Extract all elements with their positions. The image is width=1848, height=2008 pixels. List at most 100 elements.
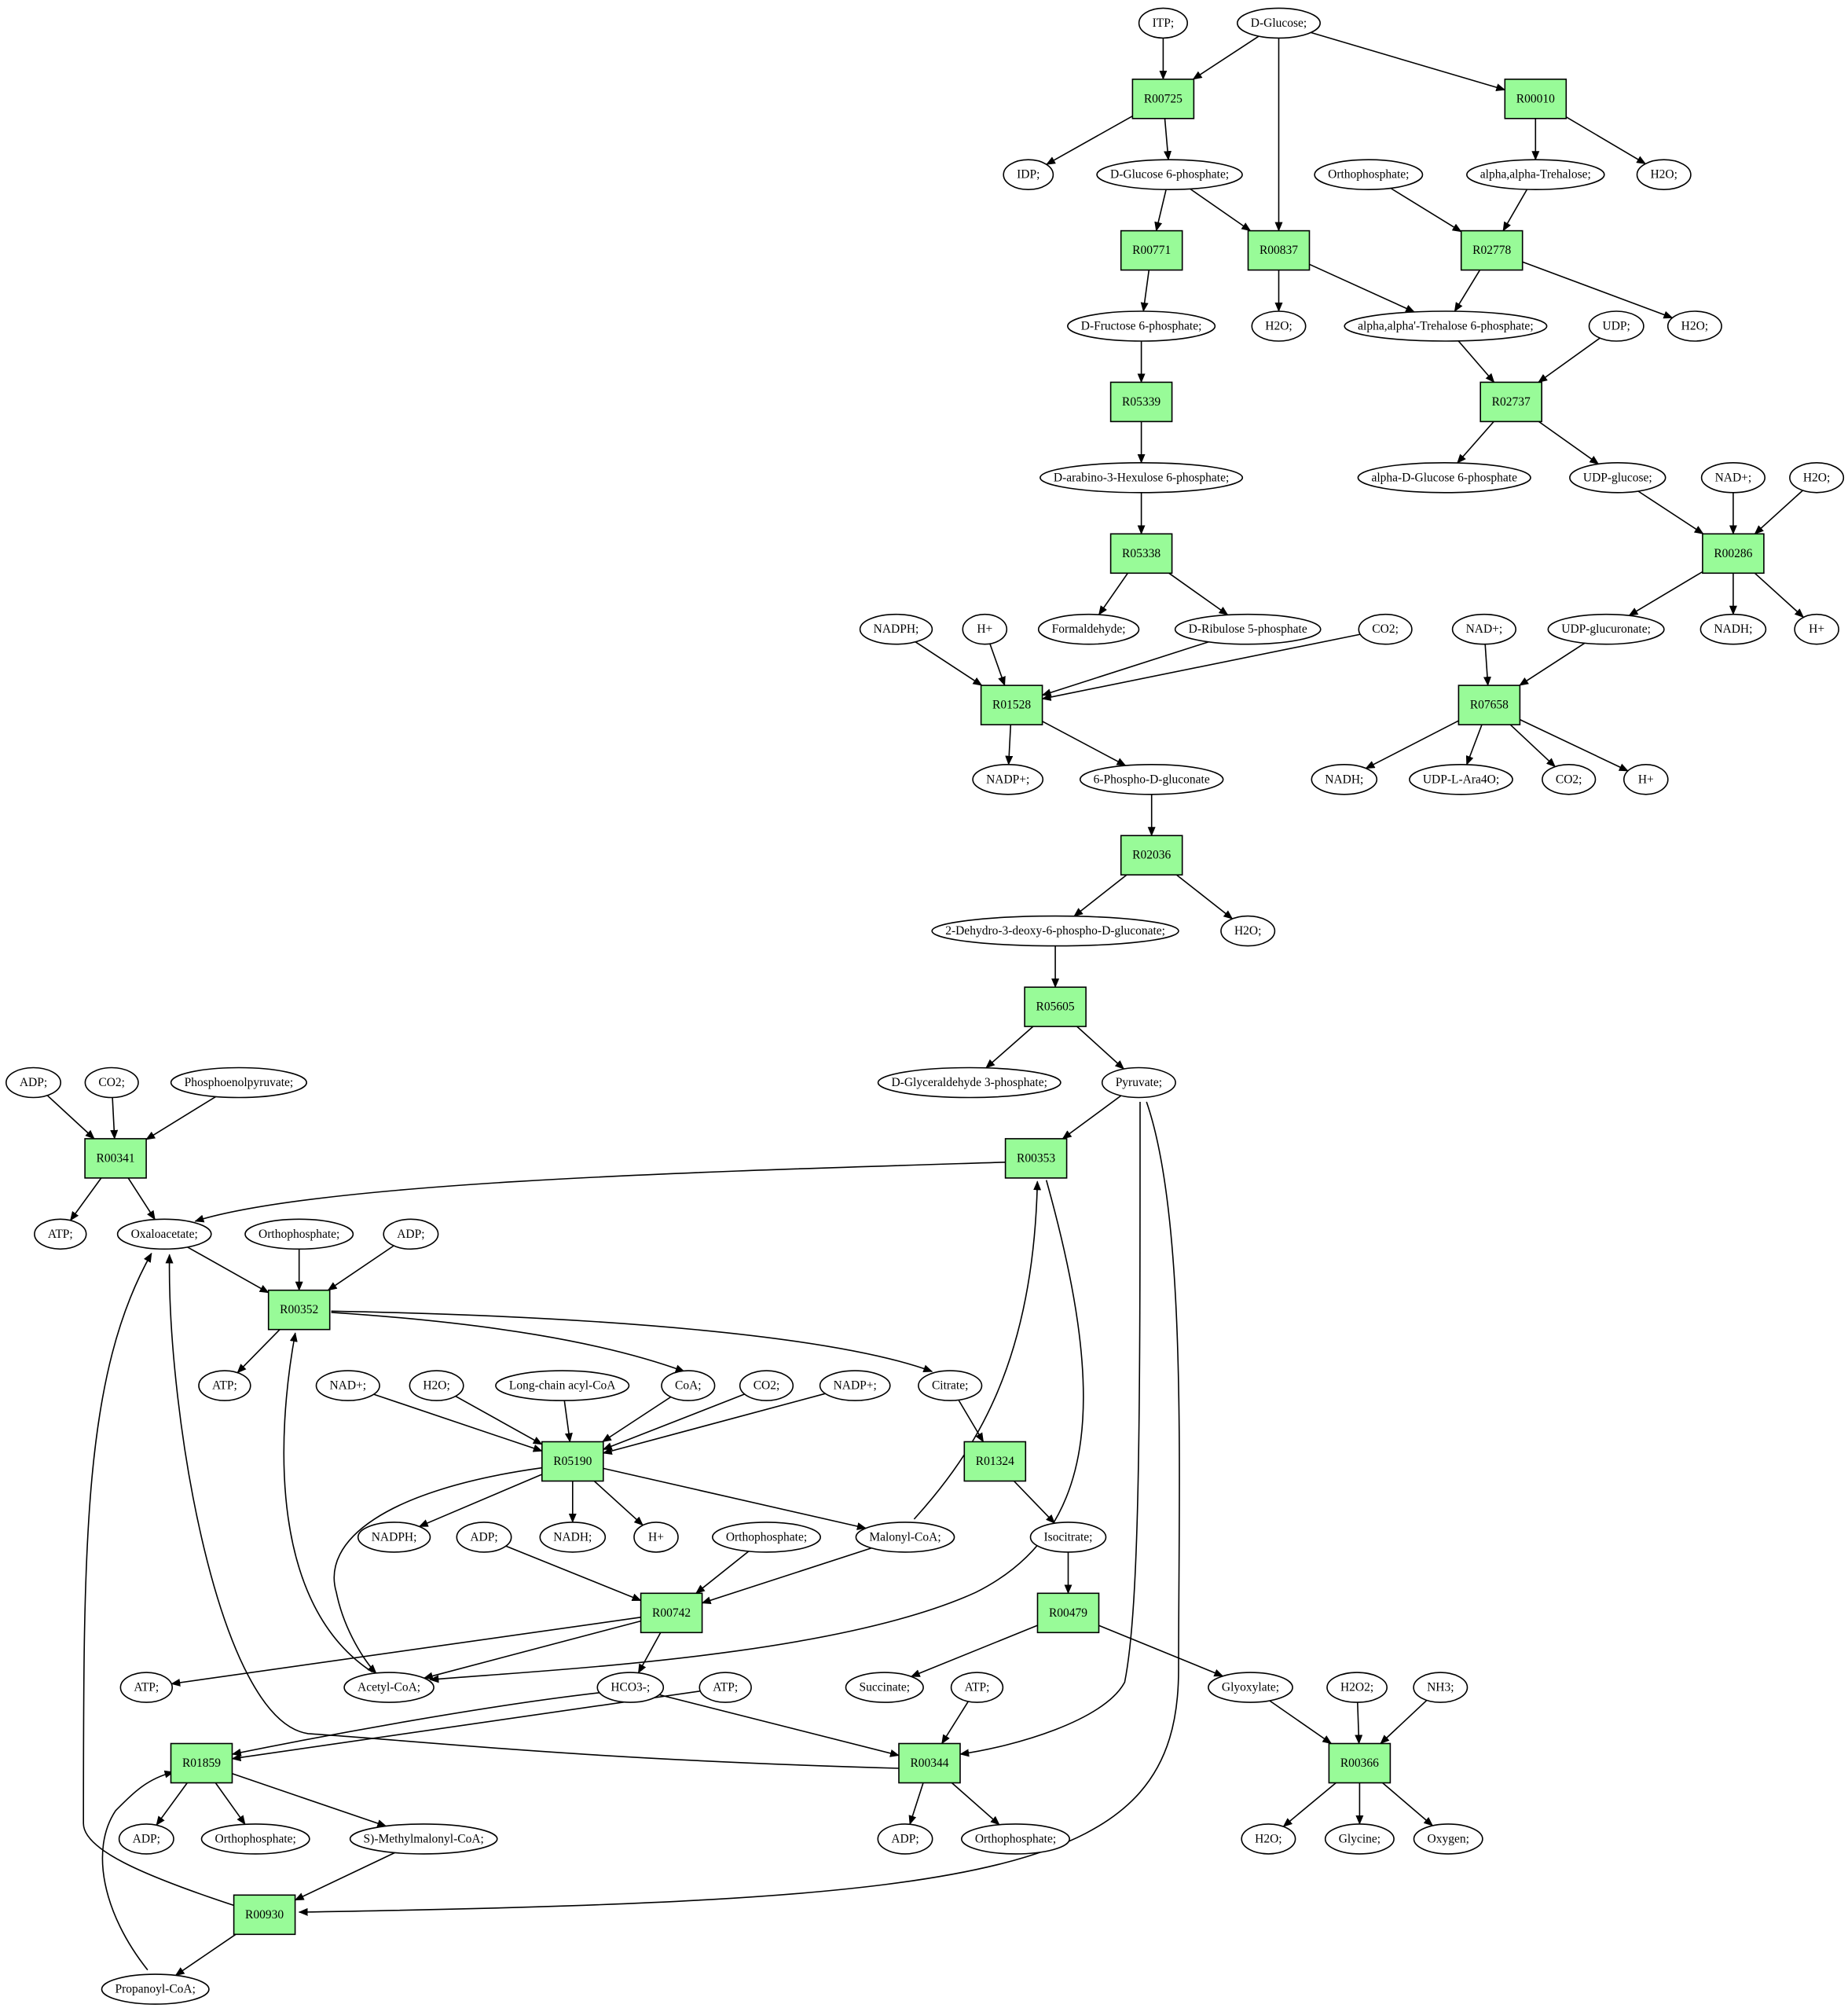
compound-node-Glyoxylate[interactable]: Glyoxylate;: [1208, 1672, 1293, 1703]
compound-node-PropanoylCoA[interactable]: Propanoyl-CoA;: [101, 1973, 210, 2005]
reaction-node-R00344[interactable]: R00344: [898, 1742, 961, 1784]
compound-node-CO2_d[interactable]: CO2;: [739, 1370, 794, 1401]
compound-node-MalonylCoA[interactable]: Malonyl-CoA;: [855, 1522, 955, 1553]
compound-node-H2O_c[interactable]: H2O;: [1666, 310, 1722, 342]
compound-node-Succinate[interactable]: Succinate;: [845, 1672, 924, 1703]
compound-node-ATP1[interactable]: ATP;: [34, 1218, 87, 1250]
compound-node-Oxaloacetate[interactable]: Oxaloacetate;: [116, 1218, 212, 1250]
compound-node-ATP3[interactable]: ATP;: [119, 1672, 173, 1703]
reaction-node-R07658[interactable]: R07658: [1458, 685, 1521, 725]
compound-node-Oxygen[interactable]: Oxygen;: [1413, 1823, 1483, 1855]
reaction-node-R00930[interactable]: R00930: [233, 1894, 296, 1936]
compound-node-ADP5[interactable]: ADP;: [877, 1823, 933, 1855]
compound-node-HCO3[interactable]: HCO3-;: [596, 1672, 665, 1703]
compound-node-UDPAra4O[interactable]: UDP-L-Ara4O;: [1409, 763, 1513, 795]
compound-node-H2O_f[interactable]: H2O;: [409, 1370, 464, 1401]
compound-node-Orthophosphate5[interactable]: Orthophosphate;: [961, 1823, 1071, 1855]
compound-node-Trehalose[interactable]: alpha,alpha-Trehalose;: [1466, 159, 1605, 190]
reaction-node-R02778[interactable]: R02778: [1460, 229, 1524, 271]
compound-node-CoA[interactable]: CoA;: [661, 1370, 716, 1401]
compound-node-KDPG[interactable]: 2-Dehydro-3-deoxy-6-phospho-D-gluconate;: [931, 915, 1179, 947]
reaction-node-R00353[interactable]: R00353: [1004, 1138, 1068, 1179]
compound-node-Hp3[interactable]: H+: [1623, 763, 1669, 795]
reaction-node-R01528[interactable]: R01528: [980, 685, 1043, 725]
compound-node-NADH2[interactable]: NADH;: [1311, 763, 1378, 795]
compound-node-Citrate[interactable]: Citrate;: [918, 1370, 983, 1401]
compound-node-NADPH2[interactable]: NADPH;: [357, 1522, 431, 1553]
reaction-node-R02036[interactable]: R02036: [1120, 835, 1183, 876]
reaction-node-R00341[interactable]: R00341: [84, 1138, 147, 1179]
compound-node-Orthophosphate2[interactable]: Orthophosphate;: [244, 1218, 354, 1250]
compound-node-CO2_a[interactable]: CO2;: [1358, 613, 1413, 645]
compound-node-ADP4[interactable]: ADP;: [118, 1823, 174, 1855]
compound-node-GAP[interactable]: D-Glyceraldehyde 3-phosphate;: [877, 1066, 1062, 1099]
compound-node-CO2_b[interactable]: CO2;: [1542, 763, 1597, 795]
compound-node-NADH3[interactable]: NADH;: [539, 1522, 607, 1553]
compound-node-H2O_d[interactable]: H2O;: [1789, 461, 1845, 494]
compound-node-H2O_g[interactable]: H2O;: [1241, 1823, 1296, 1855]
reaction-node-R05338[interactable]: R05338: [1109, 533, 1173, 575]
compound-node-G6P[interactable]: D-Glucose 6-phosphate;: [1096, 159, 1243, 190]
reaction-node-R00771[interactable]: R00771: [1120, 229, 1183, 271]
compound-node-Orthophosphate1[interactable]: Orthophosphate;: [1314, 159, 1424, 190]
compound-node-Hp2[interactable]: H+: [1794, 613, 1839, 645]
compound-node-H2O_b[interactable]: H2O;: [1251, 310, 1307, 342]
compound-node-Hexulose6P[interactable]: D-arabino-3-Hexulose 6-phosphate;: [1040, 461, 1244, 494]
compound-node-ATP5[interactable]: ATP;: [950, 1672, 1004, 1703]
compound-node-Formaldehyde[interactable]: Formaldehyde;: [1037, 613, 1140, 645]
compound-node-Pyruvate[interactable]: Pyruvate;: [1101, 1066, 1176, 1099]
compound-node-Hp1[interactable]: H+: [962, 613, 1008, 645]
compound-node-ADP2[interactable]: ADP;: [383, 1218, 439, 1250]
compound-node-T6P[interactable]: alpha,alpha'-Trehalose 6-phosphate;: [1344, 310, 1548, 342]
compound-node-MethylmalonylCoA[interactable]: S)-Methylmalonyl-CoA;: [349, 1823, 498, 1855]
reaction-node-R00366[interactable]: R00366: [1328, 1742, 1392, 1784]
compound-node-IDP[interactable]: IDP;: [1003, 159, 1054, 190]
reaction-node-R00352[interactable]: R00352: [267, 1289, 331, 1331]
compound-node-Ru5P[interactable]: D-Ribulose 5-phosphate: [1174, 613, 1322, 645]
compound-node-ATP4[interactable]: ATP;: [698, 1672, 752, 1703]
compound-node-PEP[interactable]: Phosphoenolpyruvate;: [170, 1066, 307, 1099]
reaction-node-R00742[interactable]: R00742: [640, 1592, 703, 1634]
compound-node-CO2_c[interactable]: CO2;: [84, 1066, 139, 1099]
compound-node-F6P[interactable]: D-Fructose 6-phosphate;: [1066, 310, 1216, 342]
compound-node-Isocitrate[interactable]: Isocitrate;: [1029, 1522, 1107, 1553]
compound-node-NADPH1[interactable]: NADPH;: [859, 613, 933, 645]
reaction-node-R00010[interactable]: R00010: [1504, 79, 1568, 119]
compound-node-Orthophosphate3[interactable]: Orthophosphate;: [711, 1522, 821, 1553]
reaction-node-R05190[interactable]: R05190: [541, 1441, 604, 1482]
reaction-node-R05339[interactable]: R05339: [1109, 381, 1173, 423]
compound-node-Orthophosphate4[interactable]: Orthophosphate;: [200, 1823, 310, 1855]
compound-node-H2O2[interactable]: H2O2;: [1326, 1672, 1388, 1703]
reaction-node-R00837[interactable]: R00837: [1247, 229, 1311, 271]
compound-node-NADp1[interactable]: NAD+;: [1700, 461, 1766, 494]
compound-node-ATP2[interactable]: ATP;: [198, 1370, 251, 1401]
compound-node-ADP3[interactable]: ADP;: [456, 1522, 512, 1553]
compound-node-ADP1[interactable]: ADP;: [5, 1066, 62, 1099]
compound-node-NADp3[interactable]: NAD+;: [315, 1370, 380, 1401]
compound-node-DGlucose[interactable]: D-Glucose;: [1237, 7, 1322, 39]
reaction-node-R00286[interactable]: R00286: [1702, 533, 1765, 575]
compound-node-UDPglucose[interactable]: UDP-glucose;: [1569, 461, 1666, 494]
compound-node-NADH1[interactable]: NADH;: [1700, 613, 1767, 645]
reaction-node-R02737[interactable]: R02737: [1480, 381, 1542, 423]
compound-node-H2O_a[interactable]: H2O;: [1636, 159, 1692, 190]
reaction-node-R01859[interactable]: R01859: [170, 1742, 233, 1784]
compound-node-H2O_e[interactable]: H2O;: [1220, 915, 1276, 947]
compound-node-Glycine[interactable]: Glycine;: [1324, 1823, 1395, 1855]
compound-node-ITP[interactable]: ITP;: [1138, 7, 1188, 39]
compound-node-PG6[interactable]: 6-Phospho-D-gluconate: [1079, 763, 1224, 795]
compound-node-aG6P[interactable]: alpha-D-Glucose 6-phosphate: [1357, 461, 1531, 494]
compound-node-LCAcylCoA[interactable]: Long-chain acyl-CoA: [495, 1370, 630, 1401]
reaction-node-R00479[interactable]: R00479: [1036, 1592, 1100, 1634]
reaction-node-R00725[interactable]: R00725: [1131, 79, 1195, 119]
compound-node-Hp4[interactable]: H+: [633, 1522, 679, 1553]
compound-node-UDPglucuronate[interactable]: UDP-glucuronate;: [1547, 613, 1665, 645]
compound-node-NH3[interactable]: NH3;: [1413, 1672, 1468, 1703]
compound-node-NADPp2[interactable]: NADP+;: [819, 1370, 891, 1401]
reaction-node-R01324[interactable]: R01324: [963, 1441, 1027, 1482]
reaction-node-R05605[interactable]: R05605: [1024, 986, 1087, 1027]
compound-node-UDP[interactable]: UDP;: [1588, 310, 1644, 342]
compound-node-NADp2[interactable]: NAD+;: [1451, 613, 1516, 645]
compound-node-NADPp1[interactable]: NADP+;: [972, 763, 1044, 795]
compound-node-AcetylCoA[interactable]: Acetyl-CoA;: [343, 1672, 434, 1703]
